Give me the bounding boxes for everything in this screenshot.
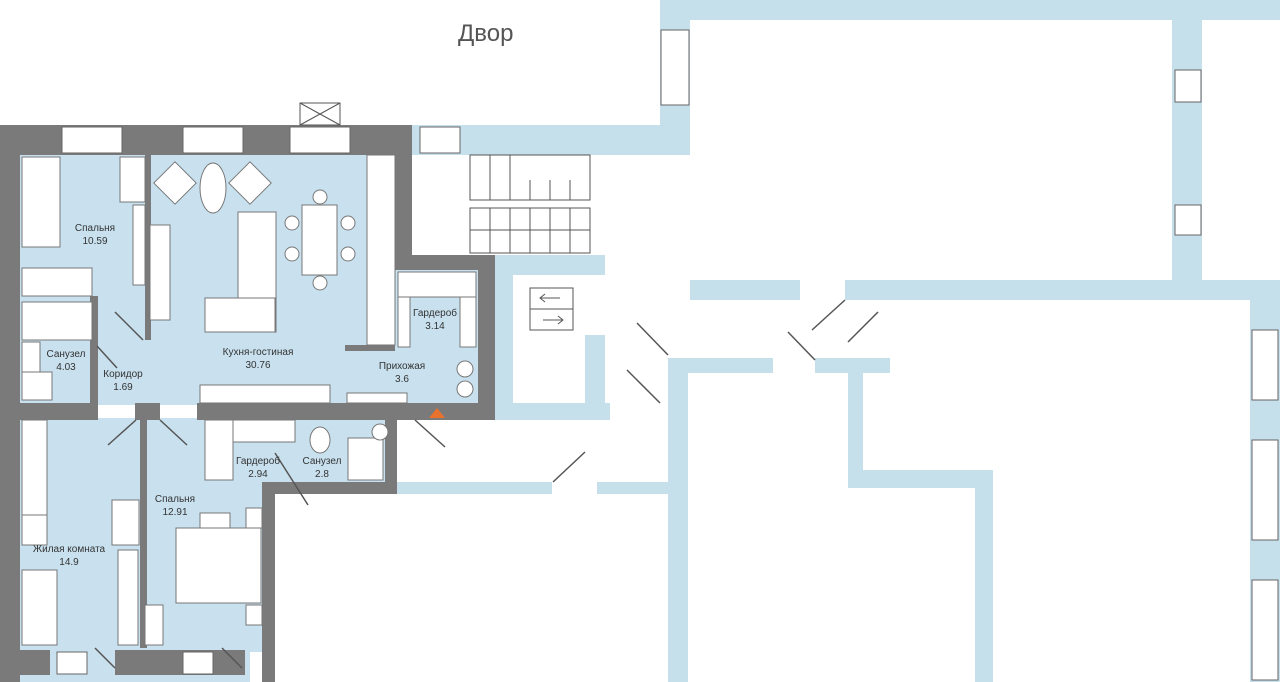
entrance-marker-icon xyxy=(429,408,445,418)
door-swings xyxy=(94,299,879,669)
ventilation-shaft-icon xyxy=(299,102,341,126)
yard-label: Двор xyxy=(458,20,514,47)
windows xyxy=(56,29,1279,681)
furniture xyxy=(21,154,477,646)
elevator-icon xyxy=(529,287,574,331)
building-outline xyxy=(397,0,1280,682)
staircase xyxy=(469,154,591,254)
